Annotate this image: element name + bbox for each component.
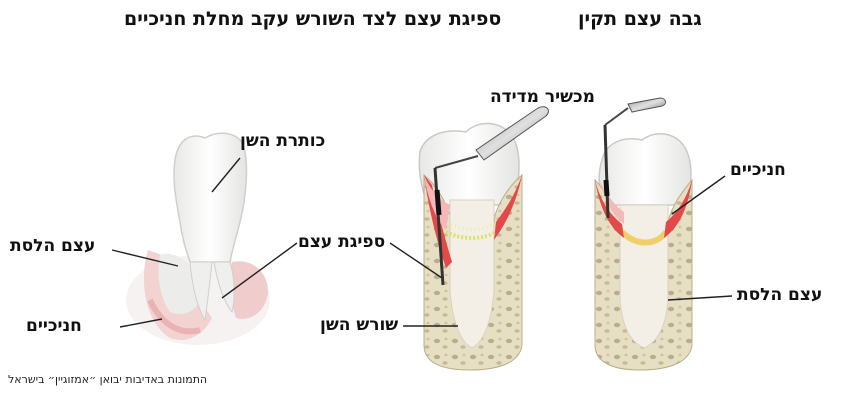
label-gums-right: חניכיים — [730, 160, 786, 180]
label-root: שורש השן — [320, 315, 398, 335]
label-alveolar-bone-right: עצם הלסת — [737, 285, 822, 305]
label-probe: מכשיר מדידה — [490, 87, 595, 107]
bone-loss-illustration — [126, 133, 270, 345]
image-credit: התמונות באדיבות יבואן ״אמזוגיין״ בישראל — [8, 373, 207, 386]
label-gums-left: חניכיים — [26, 316, 82, 336]
label-crown: כותרת השן — [240, 131, 325, 151]
healthy-illustration — [595, 98, 692, 370]
label-alveolar-bone-left: עצם הלסת — [10, 236, 95, 256]
label-bone-resorption: ספיגת עצם — [298, 232, 385, 252]
measured-pocket-illustration — [419, 107, 548, 370]
